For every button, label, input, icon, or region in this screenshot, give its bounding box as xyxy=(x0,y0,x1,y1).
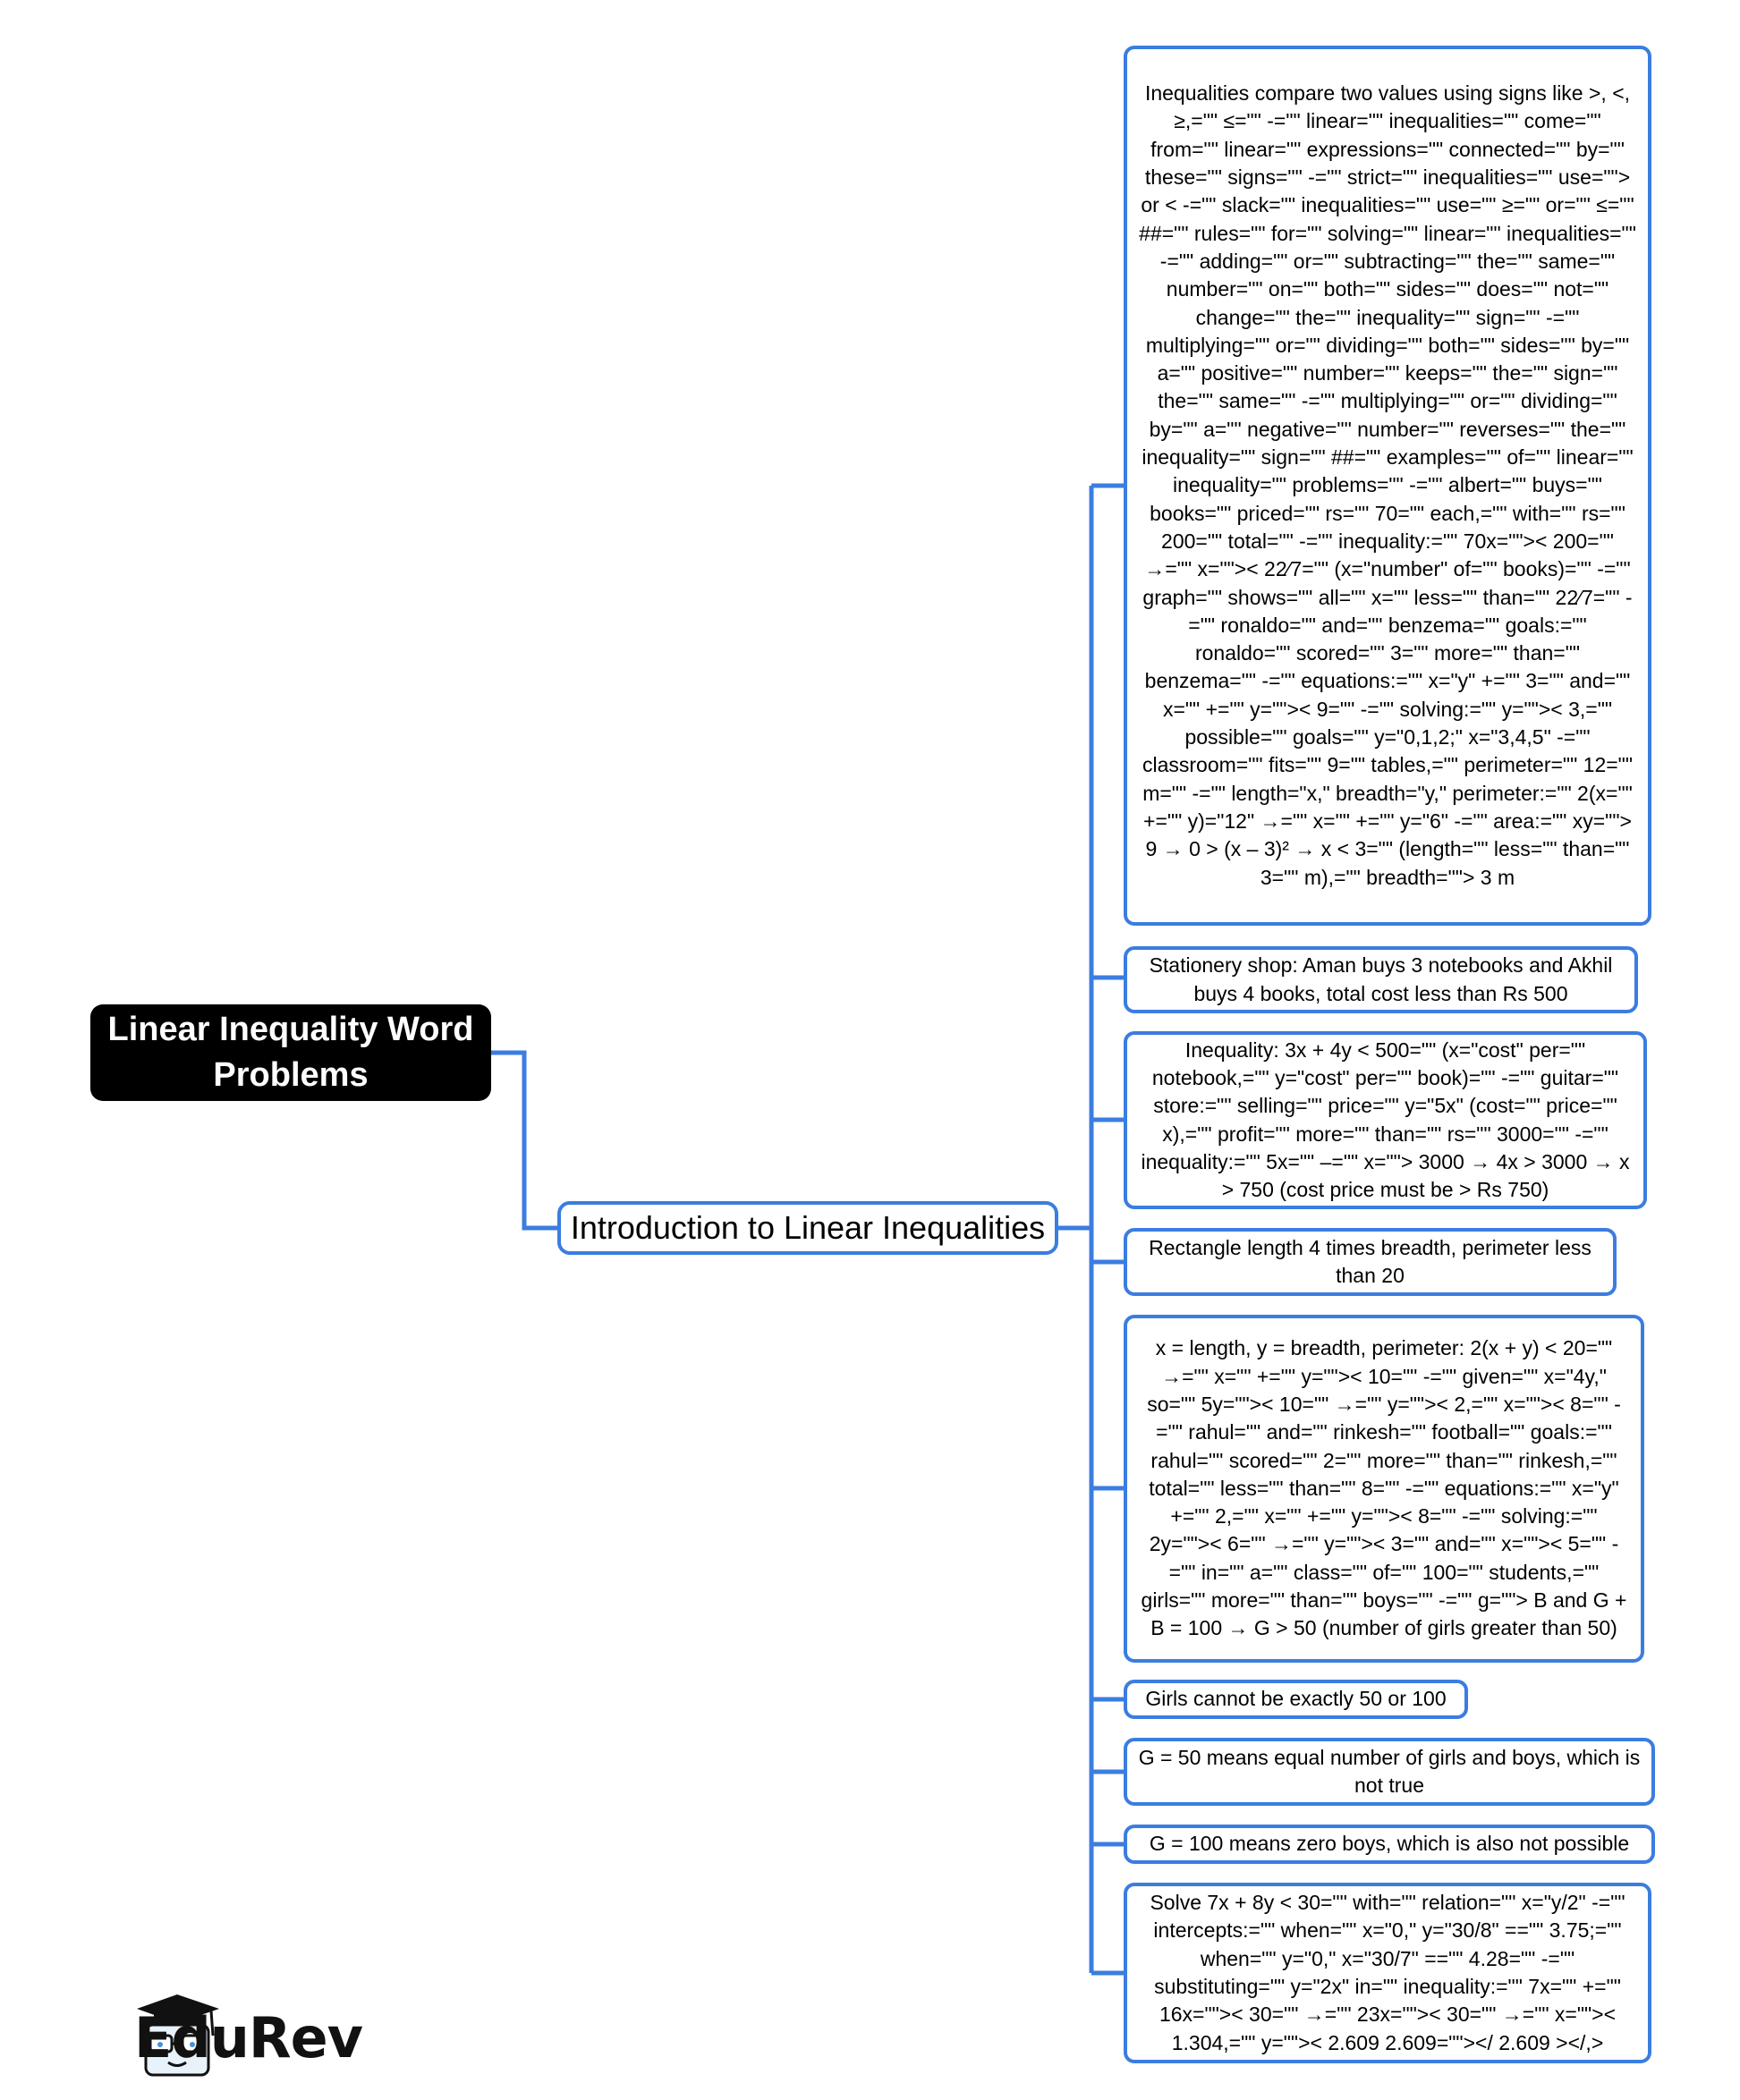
leaf-node-g-equals-100: G = 100 means zero boys, which is also n… xyxy=(1124,1825,1655,1864)
leaf-node-solve-7x-8y: Solve 7x + 8y < 30="" with="" relation="… xyxy=(1124,1883,1651,2063)
leaf-node-stationery-shop: Stationery shop: Aman buys 3 notebooks a… xyxy=(1124,946,1638,1013)
leaf-node-rectangle: Rectangle length 4 times breadth, perime… xyxy=(1124,1228,1617,1296)
edurev-logo-icon xyxy=(137,1994,219,2077)
leaf-node-perimeter-solution: x = length, y = breadth, perimeter: 2(x … xyxy=(1124,1315,1644,1663)
leaf-node-inequality-basics: Inequalities compare two values using si… xyxy=(1124,46,1651,926)
topic-node: Introduction to Linear Inequalities xyxy=(557,1201,1058,1255)
leaf-node-cost-inequality: Inequality: 3x + 4y < 500="" (x="cost" p… xyxy=(1124,1031,1647,1209)
root-node: Linear Inequality Word Problems xyxy=(90,1004,491,1101)
leaf-node-g-equals-50: G = 50 means equal number of girls and b… xyxy=(1124,1738,1655,1806)
leaf-node-girls-not-exact: Girls cannot be exactly 50 or 100 xyxy=(1124,1680,1468,1719)
edurev-logo-text: EduRev xyxy=(134,2005,363,2070)
